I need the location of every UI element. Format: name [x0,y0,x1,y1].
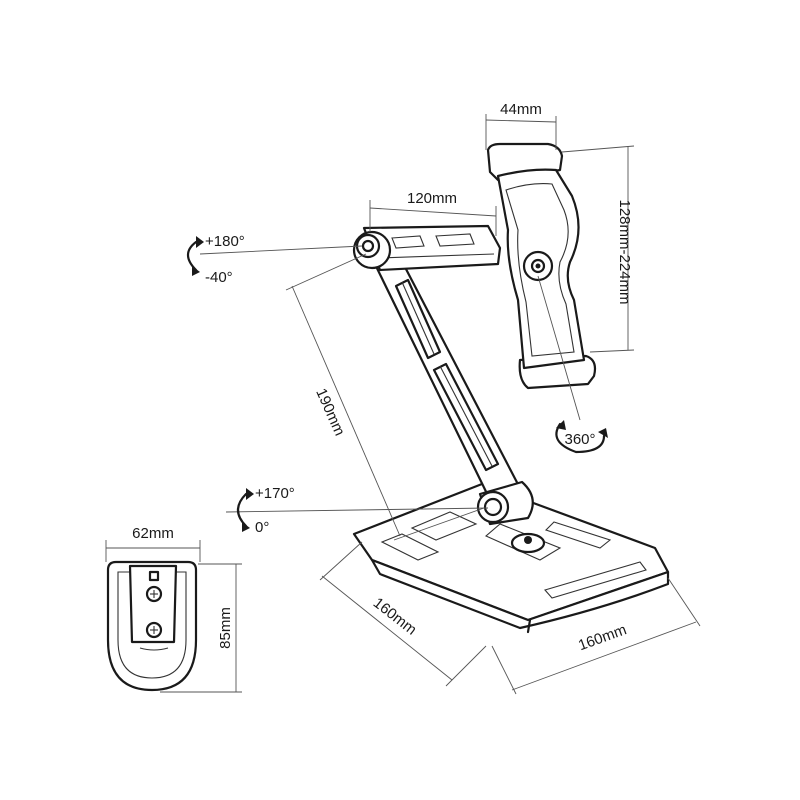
holder-range-label: 128mm-224mm [616,199,633,304]
upper-arm-label: 120mm [407,190,457,207]
upper-joint [352,230,392,270]
lower-joint [476,480,534,526]
lower-rotation-neg-label: 0° [255,519,269,536]
upper-arm [362,224,502,272]
base-depth-label: 160mm [370,594,420,638]
lower-rotation-pos-label: +170° [255,485,295,502]
upper-rotation-neg-label: -40° [205,269,233,286]
clip-width-label: 62mm [132,525,174,542]
upper-rotation-pos-label: +180° [205,233,245,250]
lower-arm [370,244,524,510]
tablet-holder [486,142,597,390]
holder-width-label: 44mm [500,101,542,118]
lower-arm-label: 190mm [312,386,348,439]
clip-height-label: 85mm [217,607,234,649]
dimension-lines [105,114,701,695]
wall-clip [106,560,198,692]
rotation-arrow-upper [186,236,204,276]
rotation-arrow-holder [555,420,608,454]
rotation-arrow-lower [236,488,254,532]
holder-rotation-label: 360° [564,431,595,448]
